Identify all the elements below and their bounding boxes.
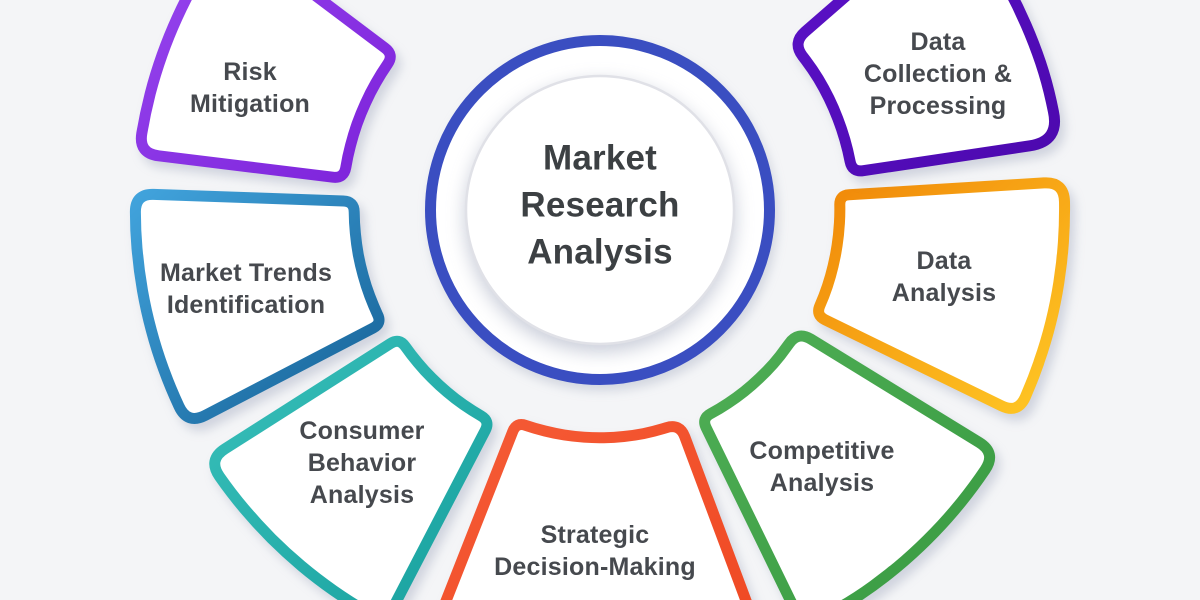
center-title: Market Research Analysis [520,138,680,272]
petal-shape-strategic-decision-making [440,419,752,600]
petal-shape-competitive-analysis [699,330,996,600]
petal-label-strategic-decision-making: Strategic Decision-Making [494,521,696,581]
petal-shape-risk-mitigation [135,0,396,183]
petal-shape-data-collection-processing [792,0,1060,177]
petal-label-market-trends-identification: Market Trends Identification [159,259,333,319]
petal-label-data-collection-processing: Data Collection & Processing [863,28,1013,120]
petal-label-data-analysis: Data Analysis [891,247,997,307]
petal-shape-data-analysis [813,177,1071,414]
petal-shape-market-trends-identification [129,188,385,424]
center-disc [464,74,736,346]
petal-shape-consumer-behavior-analysis [209,335,493,600]
petal-label-consumer-behavior-analysis: Consumer Behavior Analysis [299,417,425,509]
petal-label-risk-mitigation: Risk Mitigation [189,58,311,118]
petal-label-competitive-analysis: Competitive Analysis [749,437,895,497]
